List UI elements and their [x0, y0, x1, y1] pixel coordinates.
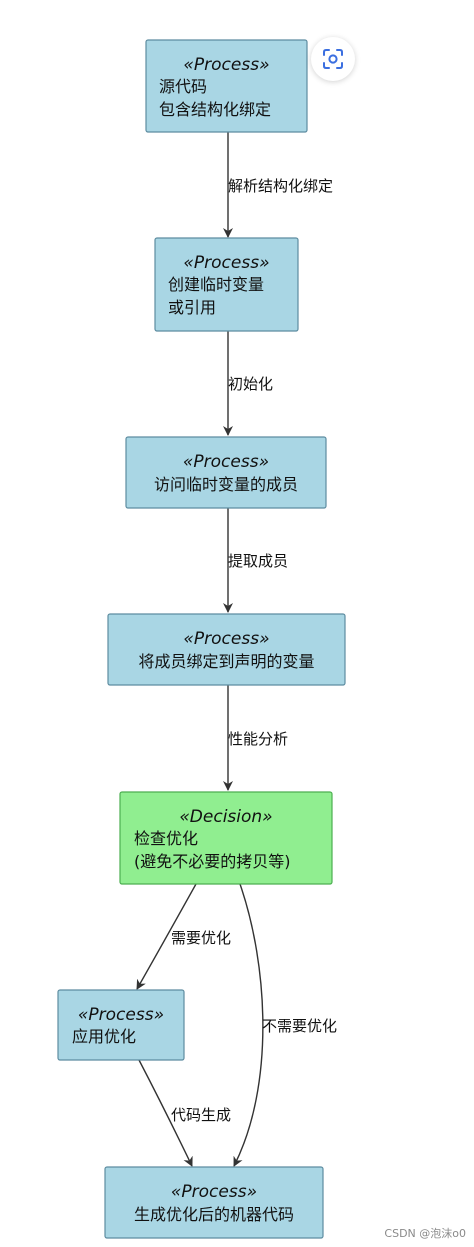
node-generate-machine-code: «Process» 生成优化后的机器代码 [104, 1166, 324, 1239]
edge-label-parse-binding: 解析结构化绑定 [228, 177, 333, 195]
node-line: 或引用 [168, 298, 216, 317]
edge-label-need-opt: 需要优化 [171, 929, 231, 947]
image-scan-button[interactable] [311, 37, 355, 81]
node-source-code: «Process» 源代码 包含结构化绑定 [145, 39, 308, 133]
node-apply-optimization: «Process» 应用优化 [57, 989, 185, 1061]
node-line: 将成员绑定到声明的变量 [138, 652, 314, 671]
node-stereotype: «Process» [171, 1182, 257, 1202]
node-box [125, 436, 327, 509]
node-line: 源代码 [159, 77, 207, 96]
edge-label-init: 初始化 [228, 375, 273, 393]
node-line: 访问临时变量的成员 [154, 475, 298, 494]
edge-check-to-apply [136, 883, 197, 990]
watermark: CSDN @泡沫o0 [384, 1227, 466, 1240]
edge-check-to-gen [233, 883, 264, 1167]
edge-label-extract-members: 提取成员 [228, 552, 288, 570]
image-scan-icon [323, 49, 343, 69]
node-box [57, 989, 185, 1061]
edge-label-code-gen: 代码生成 [171, 1106, 231, 1124]
node-stereotype: «Process» [183, 55, 269, 75]
node-line: 应用优化 [72, 1027, 136, 1046]
node-stereotype: «Process» [183, 253, 269, 273]
edge-label-no-opt: 不需要优化 [262, 1017, 337, 1035]
node-line: 检查优化 [134, 829, 198, 848]
node-box [145, 39, 308, 133]
node-check-optimization: «Decision» 检查优化 (避免不必要的拷贝等) [119, 791, 333, 885]
node-create-temp-var: «Process» 创建临时变量 或引用 [154, 237, 299, 332]
node-line: 包含结构化绑定 [159, 100, 271, 119]
node-stereotype: «Decision» [179, 807, 272, 827]
decision-box [119, 791, 333, 885]
node-box [104, 1166, 324, 1239]
node-access-members: «Process» 访问临时变量的成员 [125, 436, 327, 509]
node-bind-members: «Process» 将成员绑定到声明的变量 [107, 613, 346, 686]
node-line: 生成优化后的机器代码 [134, 1205, 294, 1224]
edges: 解析结构化绑定 初始化 提取成员 性能分析 需要优化 不需要优化 代码生成 [136, 132, 337, 1167]
node-stereotype: «Process» [78, 1005, 164, 1025]
edge-label-perf-analysis: 性能分析 [228, 730, 288, 748]
node-line: (避免不必要的拷贝等) [134, 852, 291, 871]
edge-apply-to-gen [138, 1059, 193, 1167]
node-box [107, 613, 346, 686]
node-stereotype: «Process» [183, 452, 269, 472]
node-box [154, 237, 299, 332]
node-line: 创建临时变量 [168, 275, 264, 294]
node-stereotype: «Process» [183, 629, 269, 649]
